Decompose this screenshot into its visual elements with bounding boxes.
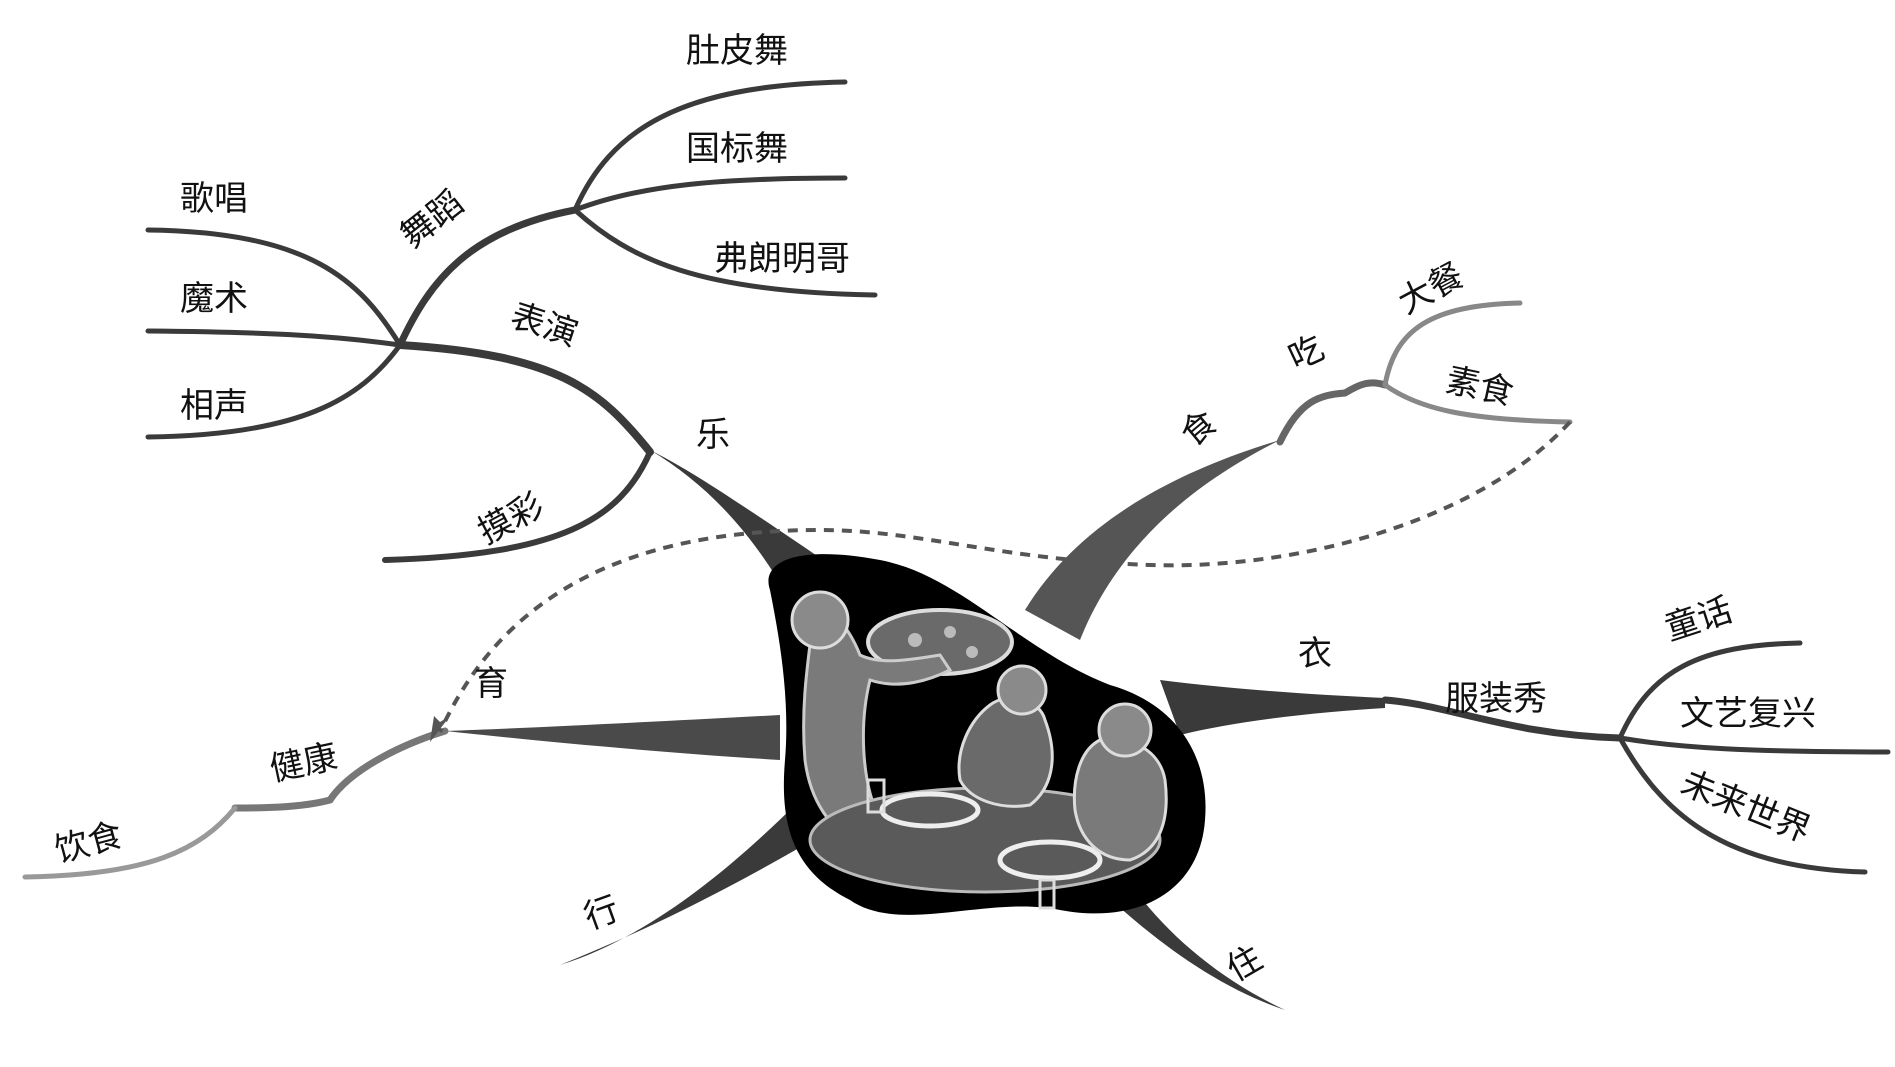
branch-vegetarian [1382, 382, 1573, 425]
label-renaissance: 文艺复兴 [1680, 694, 1816, 734]
label-shi: 食 [1173, 402, 1225, 454]
plate [997, 839, 1103, 881]
branch-le [650, 450, 835, 575]
label-flamenco: 弗朗明哥 [714, 239, 850, 279]
dashed-relation-line [438, 420, 1572, 733]
branch-xing [560, 800, 830, 965]
branch-feast [1382, 300, 1523, 388]
branch-singing [145, 227, 403, 348]
label-health: 健康 [266, 737, 341, 790]
branch-future-world [1617, 735, 1868, 875]
label-crosstalk: 相声 [180, 386, 248, 426]
branch-fairy-tale [1617, 640, 1803, 741]
branch-ballroom [572, 175, 848, 213]
dashed-arrow-head [430, 716, 450, 742]
branch-shi [1025, 440, 1280, 640]
branch-health [231, 727, 449, 812]
label-le: 乐 [696, 415, 730, 455]
plate [879, 791, 981, 829]
label-singing: 歌唱 [180, 179, 248, 219]
label-eat: 吃 [1283, 328, 1331, 379]
label-diet: 饮食 [51, 815, 127, 871]
waiter-figure [802, 603, 953, 847]
branch-diet [22, 805, 238, 880]
waiter-head [790, 590, 850, 650]
branch-magic [145, 328, 403, 348]
branch-lottery [382, 449, 653, 563]
branch-fashion-show [1381, 696, 1624, 742]
branch-flamenco [572, 207, 878, 298]
label-future-world: 未来世界 [1675, 763, 1816, 851]
label-vegetarian: 素食 [1442, 360, 1517, 413]
label-yi: 衣 [1298, 634, 1332, 674]
branch-performance [396, 341, 654, 456]
diner-head [1097, 702, 1153, 758]
label-performance: 表演 [506, 296, 583, 355]
branch-eat [1276, 379, 1389, 446]
branch-dance [396, 206, 579, 349]
branch-renaissance [1617, 735, 1891, 755]
label-feast: 大餐 [1392, 255, 1471, 322]
glass [866, 778, 886, 814]
branch-yi [1160, 680, 1385, 735]
label-xing: 行 [579, 889, 625, 938]
diner-figure [1072, 737, 1168, 862]
label-fairy-tale: 童话 [1660, 590, 1737, 649]
label-magic: 魔术 [180, 279, 248, 319]
glass [1038, 878, 1056, 910]
diner-head [996, 664, 1048, 716]
label-fashion-show: 服装秀 [1445, 679, 1547, 719]
label-ballroom: 国标舞 [686, 129, 788, 169]
label-belly-dance: 肚皮舞 [686, 31, 788, 71]
label-dance: 舞蹈 [393, 183, 471, 256]
branch-belly-dance [572, 79, 848, 213]
branch-yu [445, 715, 780, 760]
label-yu: 育 [474, 664, 508, 704]
branch-crosstalk [145, 342, 403, 440]
dining-scene-illustration [768, 554, 1206, 915]
